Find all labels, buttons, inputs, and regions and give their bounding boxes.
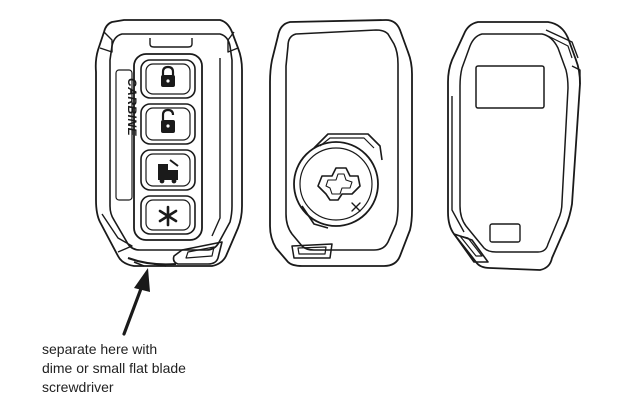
lock-button[interactable] bbox=[140, 59, 196, 99]
front-bottom-seam-mark bbox=[133, 261, 167, 267]
lock-icon bbox=[161, 65, 175, 87]
open-inner-tray bbox=[285, 29, 399, 251]
front-keyring-slot-inner bbox=[185, 246, 215, 259]
back-right-notch bbox=[571, 65, 581, 84]
brand-strip bbox=[115, 69, 133, 201]
back-small-label bbox=[489, 223, 521, 243]
open-outer-shell bbox=[269, 19, 413, 267]
front-top-notch bbox=[149, 38, 193, 48]
trunk-button[interactable] bbox=[140, 149, 196, 191]
front-right-rail bbox=[211, 58, 221, 237]
front-bottom-seam bbox=[127, 257, 177, 266]
battery-clip-top-inner bbox=[319, 137, 375, 149]
front-lower-left-detail bbox=[101, 213, 133, 253]
unlock-icon bbox=[161, 108, 175, 133]
brand-logo: CARBINE bbox=[125, 78, 139, 137]
battery-clip-bottom bbox=[301, 205, 329, 229]
open-bottom-slot-inner bbox=[297, 246, 327, 255]
back-left-rail bbox=[451, 96, 465, 233]
trunk-button-inner bbox=[145, 153, 191, 187]
remote-back-view bbox=[447, 21, 581, 271]
battery-contact-inner bbox=[325, 173, 353, 195]
back-top-tab-inner bbox=[547, 35, 573, 59]
back-outer-shell bbox=[447, 21, 581, 271]
aux-button[interactable] bbox=[140, 195, 196, 235]
asterisk-icon bbox=[158, 205, 178, 227]
lock-button-inner bbox=[145, 63, 191, 95]
instruction-caption: separate here with dime or small flat bl… bbox=[42, 340, 262, 397]
button-panel bbox=[133, 53, 203, 241]
front-left-tab bbox=[99, 31, 113, 53]
front-keyring-slot bbox=[172, 241, 223, 265]
caption-line-1: separate here with bbox=[42, 341, 158, 357]
battery-clip-top bbox=[313, 133, 383, 161]
pointer-arrow bbox=[122, 268, 150, 336]
open-bottom-slot bbox=[291, 243, 333, 259]
aux-button-inner bbox=[145, 199, 191, 231]
caption-line-2: dime or small flat blade bbox=[42, 360, 186, 376]
remote-front-view bbox=[94, 19, 243, 267]
trunk-icon bbox=[158, 159, 179, 184]
unlock-button-inner bbox=[145, 107, 191, 141]
unlock-button[interactable] bbox=[140, 103, 196, 145]
battery-contact bbox=[317, 167, 361, 201]
front-outer-shell bbox=[94, 19, 243, 267]
front-right-tab bbox=[227, 31, 239, 53]
back-label-window bbox=[475, 65, 545, 109]
back-keyring-slot bbox=[453, 233, 489, 263]
back-inner-face bbox=[459, 33, 569, 253]
coin-battery-edge bbox=[299, 147, 373, 221]
remote-open-view bbox=[269, 19, 413, 267]
back-keyring-slot-inner bbox=[459, 235, 483, 257]
back-top-tab bbox=[545, 29, 579, 59]
caption-line-3: screwdriver bbox=[42, 379, 114, 395]
battery-positive-mark-icon bbox=[351, 202, 361, 212]
coin-battery bbox=[293, 141, 379, 227]
